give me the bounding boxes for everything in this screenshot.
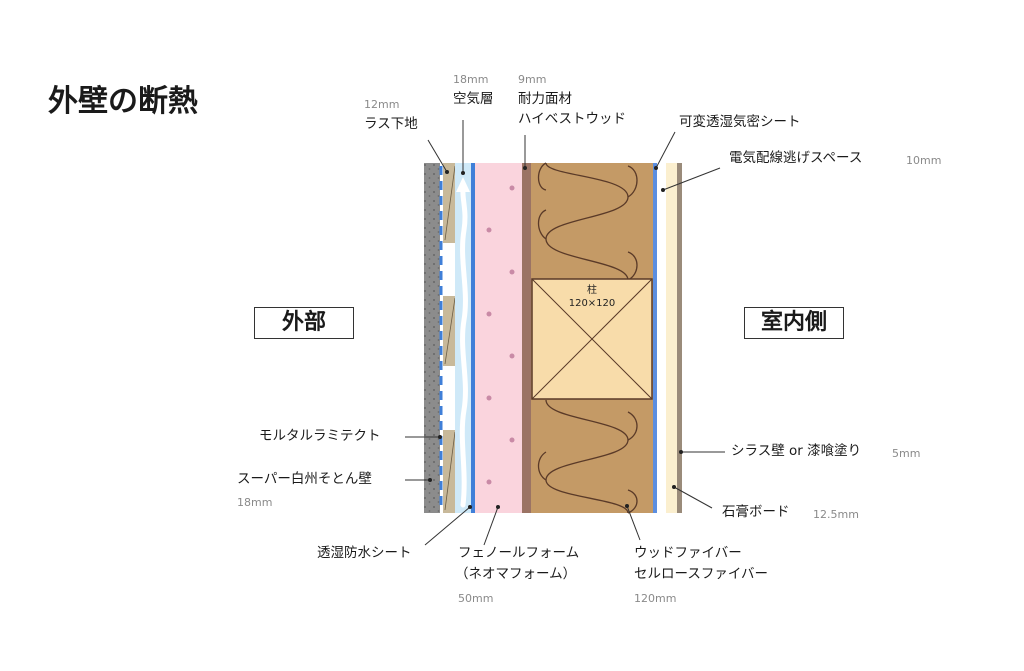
airflow-stream <box>459 185 468 508</box>
lath-dimension: 12mm <box>364 98 400 111</box>
lath-batten <box>443 430 455 513</box>
leader-dots <box>428 166 683 509</box>
fiber-dimension: 120mm <box>634 592 677 605</box>
gypsum-dimension: 12.5mm <box>813 508 859 521</box>
outside-label: 外部 <box>254 307 354 339</box>
lath-diagonal <box>444 431 456 511</box>
lath-diagonal <box>444 297 456 365</box>
air-layer-label: 空気層 <box>453 91 494 107</box>
phenolic-label-line1: フェノールフォーム <box>458 545 580 561</box>
service-space-label: 電気配線逃げスペース <box>729 150 863 166</box>
plywood-label-line2: ハイベストウッド <box>518 111 626 127</box>
air-layer-dimension: 18mm <box>453 73 489 86</box>
plywood-dimension: 9mm <box>518 73 547 86</box>
outer-plaster-label: スーパー白州そとん壁 <box>237 471 372 487</box>
post-cross-line <box>531 278 653 400</box>
vapor-sheet <box>653 163 657 513</box>
post-name: 柱 <box>587 285 597 296</box>
service-space-dimension: 10mm <box>906 154 942 167</box>
insulation-batt-symbol <box>537 162 638 514</box>
phenolic-label-line2: （ネオマフォーム） <box>455 566 577 582</box>
page-title: 外壁の断熱 <box>48 84 198 119</box>
lath-batten <box>443 296 455 366</box>
gypsum-label: 石膏ボード <box>722 504 790 520</box>
vapor-sheet-label: 可変透湿気密シート <box>679 114 801 130</box>
inner-plaster <box>677 163 682 513</box>
membrane-label: 透湿防水シート <box>317 545 412 561</box>
plywood-label-line1: 耐力面材 <box>518 91 572 107</box>
lath-label: ラス下地 <box>364 116 418 132</box>
waterproof-membrane <box>471 163 475 513</box>
phenolic-foam-layer <box>475 163 522 513</box>
airflow-arrow-head <box>456 177 470 192</box>
structural-plywood <box>522 163 531 513</box>
gypsum-board <box>666 163 677 513</box>
inner-plaster-dimension: 5mm <box>892 447 921 460</box>
lath-diagonal <box>444 165 456 241</box>
fiber-label-line1: ウッドファイバー <box>634 545 742 561</box>
outer-plaster-texture <box>424 163 440 513</box>
leader-lines <box>405 120 725 546</box>
mortar-label: モルタルラミテクト <box>259 428 381 444</box>
lath-batten <box>443 163 455 243</box>
outer-plaster-dimension: 18mm <box>237 496 273 509</box>
phenolic-foam-dots <box>486 185 515 485</box>
post-size: 120×120 <box>568 298 616 309</box>
service-space <box>657 163 666 513</box>
inner-plaster-label: シラス壁 or 漆喰塗り <box>731 443 862 459</box>
fiber-label-line2: セルロースファイバー <box>634 566 769 582</box>
inside-label: 室内側 <box>744 307 844 339</box>
phenolic-dimension: 50mm <box>458 592 494 605</box>
